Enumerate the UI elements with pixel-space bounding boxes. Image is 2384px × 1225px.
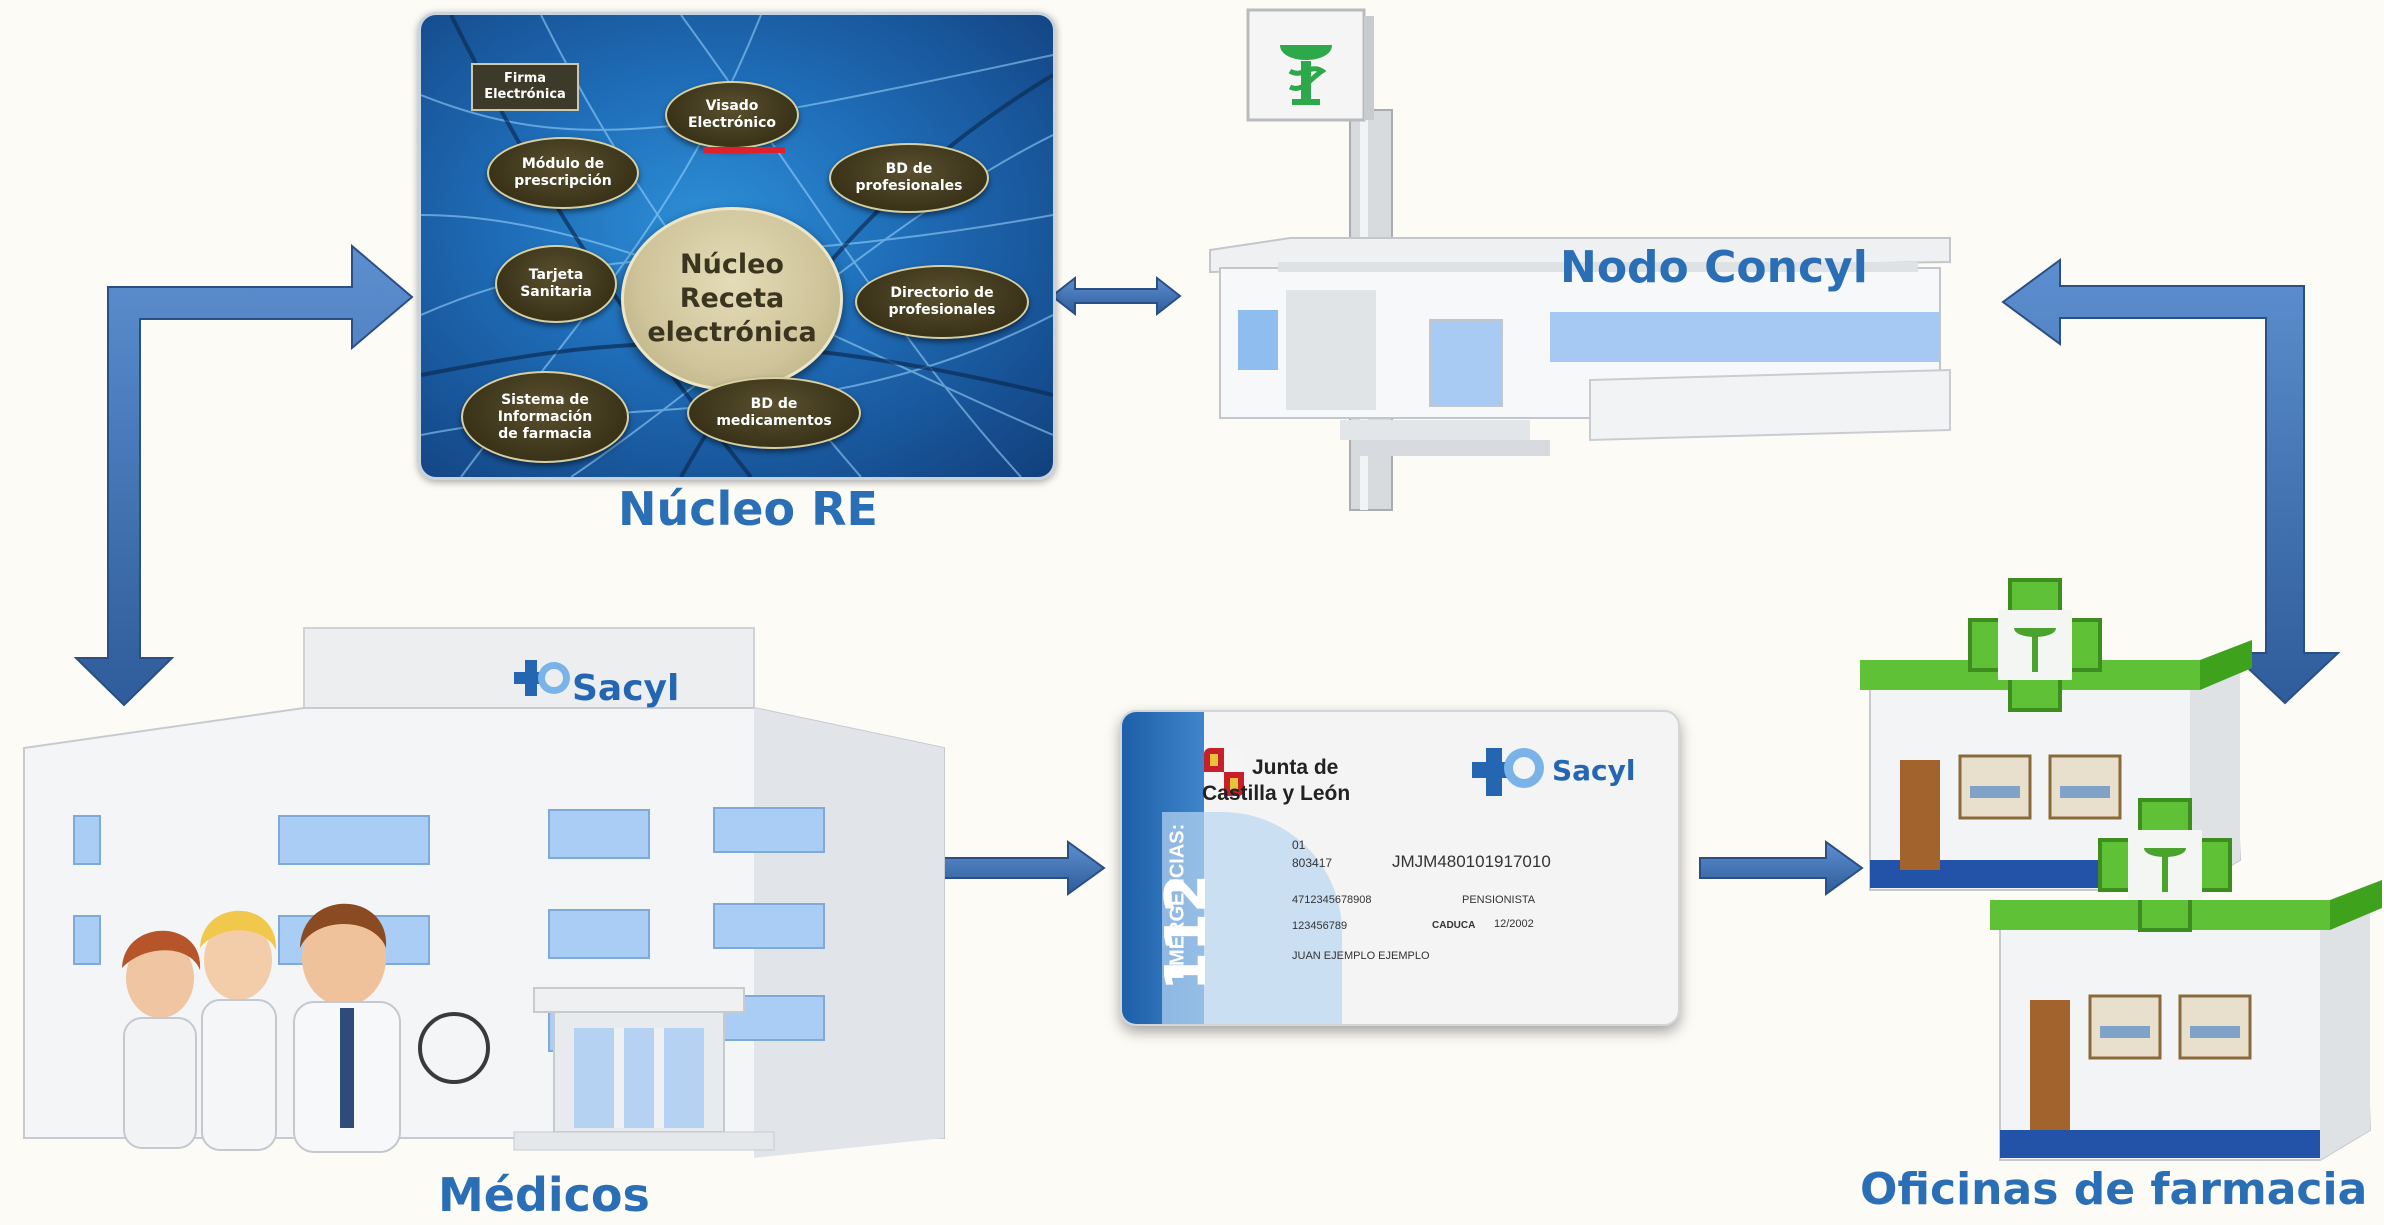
nodo-concyl-label: Nodo Concyl — [1560, 242, 1868, 293]
hospital-building — [23, 627, 945, 1158]
medicos-label: Médicos — [438, 1168, 650, 1222]
visado-electronico-node: Visado Electrónico — [665, 81, 799, 149]
bd-prof-label: BD de profesionales — [855, 161, 963, 194]
directorio-label: Directorio de profesionales — [888, 285, 996, 318]
pharmacy-sign-icon — [1280, 45, 1332, 105]
pharmacies-illustration — [1860, 578, 2382, 1161]
directorio-profesionales-node: Directorio de profesionales — [855, 265, 1029, 339]
card-id: JMJM480101917010 — [1392, 852, 1551, 871]
pharmacy-cross-back-icon — [1968, 578, 2102, 712]
card-sacyl-text: Sacyl — [1552, 754, 1636, 787]
nucleo-core-node: Núcleo Receta electrónica — [621, 207, 843, 391]
hospital-sacyl-text: Sacyl — [572, 668, 680, 709]
card-caduca-label: CADUCA — [1432, 920, 1476, 931]
tarjeta-label: Tarjeta Sanitaria — [520, 267, 592, 300]
nodo-concyl-building — [1209, 8, 1951, 511]
modulo-prescripcion-node: Módulo de prescripción — [487, 137, 639, 209]
junta-text-line1: Junta de — [1252, 756, 1339, 779]
junta-shield-icon — [1204, 748, 1244, 796]
sistema-label: Sistema de Información de farmacia — [497, 391, 593, 442]
visado-label: Visado Electrónico — [687, 98, 777, 131]
tarjeta-sanitaria-node: Tarjeta Sanitaria — [495, 245, 617, 323]
junta-text-line2: Castilla y León — [1202, 782, 1351, 805]
oficinas-farmacia-label: Oficinas de farmacia — [1860, 1164, 2368, 1215]
pharmacy-building-front — [1990, 880, 2382, 1161]
doctors-illustration — [122, 903, 490, 1153]
card-num2: 123456789 — [1292, 920, 1348, 932]
pharmacy-cross-front-icon — [2098, 798, 2232, 932]
nucleo-re-panel: Firma Electrónica Visado Electrónico Mód… — [418, 12, 1056, 480]
card-line-code: 803417 — [1292, 856, 1333, 870]
bd-medicamentos-node: BD de medicamentos — [687, 377, 861, 449]
health-card: EMERGENCIAS: 112 Junta de Castilla y Leó… — [1120, 710, 1680, 1026]
core-label: Núcleo Receta electrónica — [647, 249, 817, 348]
card-pension: PENSIONISTA — [1462, 894, 1536, 906]
firma-electronica-node: Firma Electrónica — [471, 63, 579, 111]
arrow-card-farmacias — [1699, 840, 1864, 896]
sacyl-logo-icon — [514, 660, 570, 696]
arrow-nucleo-medicos — [73, 243, 414, 707]
nucleo-re-label: Núcleo RE — [618, 482, 878, 536]
arrow-nucleo-nodo — [1050, 275, 1182, 317]
card-line-01: 01 — [1292, 838, 1306, 852]
card-112-text: 112 — [1153, 874, 1219, 991]
visado-red-bar — [703, 147, 785, 153]
card-holder-name: JUAN EJEMPLO EJEMPLO — [1292, 950, 1430, 962]
card-sacyl-logo-icon — [1472, 748, 1544, 796]
modulo-label: Módulo de prescripción — [514, 156, 612, 189]
sistema-informacion-farmacia-node: Sistema de Información de farmacia — [461, 371, 629, 463]
arrow-medicos-card — [943, 840, 1106, 896]
bd-med-label: BD de medicamentos — [716, 396, 832, 429]
card-num1: 4712345678908 — [1292, 894, 1372, 906]
firma-label: Firma Electrónica — [484, 71, 566, 102]
bd-profesionales-node: BD de profesionales — [829, 143, 989, 213]
card-caduca: 12/2002 — [1494, 918, 1534, 930]
